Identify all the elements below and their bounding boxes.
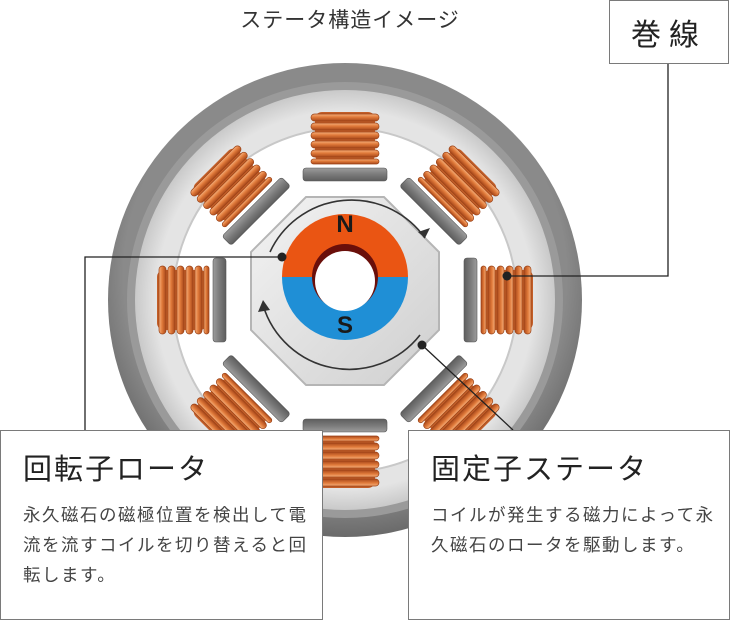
- rotor-leader: [84, 256, 282, 430]
- arrow-head-lower: [258, 300, 270, 312]
- rotor-title: 回転子ロータ: [23, 452, 210, 486]
- stator-leader: [421, 344, 514, 431]
- winding-leader-dot: [502, 271, 512, 281]
- rotor-leader-dot: [277, 252, 287, 262]
- rotor-magnet: N S: [282, 211, 408, 340]
- rotation-arrow-upper: [269, 199, 426, 253]
- stator-panel: 固定子ステータ コイルが発生する磁力によって永久磁石のロータを駆動します。: [408, 430, 730, 620]
- stator-title: 固定子ステータ: [431, 452, 649, 486]
- rotor-shaft-hole: [315, 251, 375, 311]
- winding-leader: [507, 60, 669, 277]
- stator-coil: [156, 257, 227, 343]
- stator-coil: [463, 257, 534, 343]
- stator-description: コイルが発生する磁力によって永久磁石のロータを駆動します。: [431, 506, 715, 556]
- stator-leader-dot: [417, 340, 427, 350]
- stator-coil: [302, 111, 388, 182]
- rotation-arrow-lower: [262, 304, 421, 371]
- south-label: S: [337, 312, 353, 339]
- arrow-head-upper: [418, 228, 430, 238]
- rotor-panel: 回転子ロータ 永久磁石の磁極位置を検出して電流を流すコイルを切り替えると回転しま…: [0, 430, 323, 620]
- diagram-title: ステータ構造イメージ: [240, 8, 460, 32]
- winding-label: 巻線: [609, 0, 729, 64]
- leader-lines: [84, 60, 669, 431]
- north-label: N: [336, 211, 353, 238]
- rotor-description: 永久磁石の磁極位置を検出して電流を流すコイルを切り替えると回転します。: [23, 506, 308, 586]
